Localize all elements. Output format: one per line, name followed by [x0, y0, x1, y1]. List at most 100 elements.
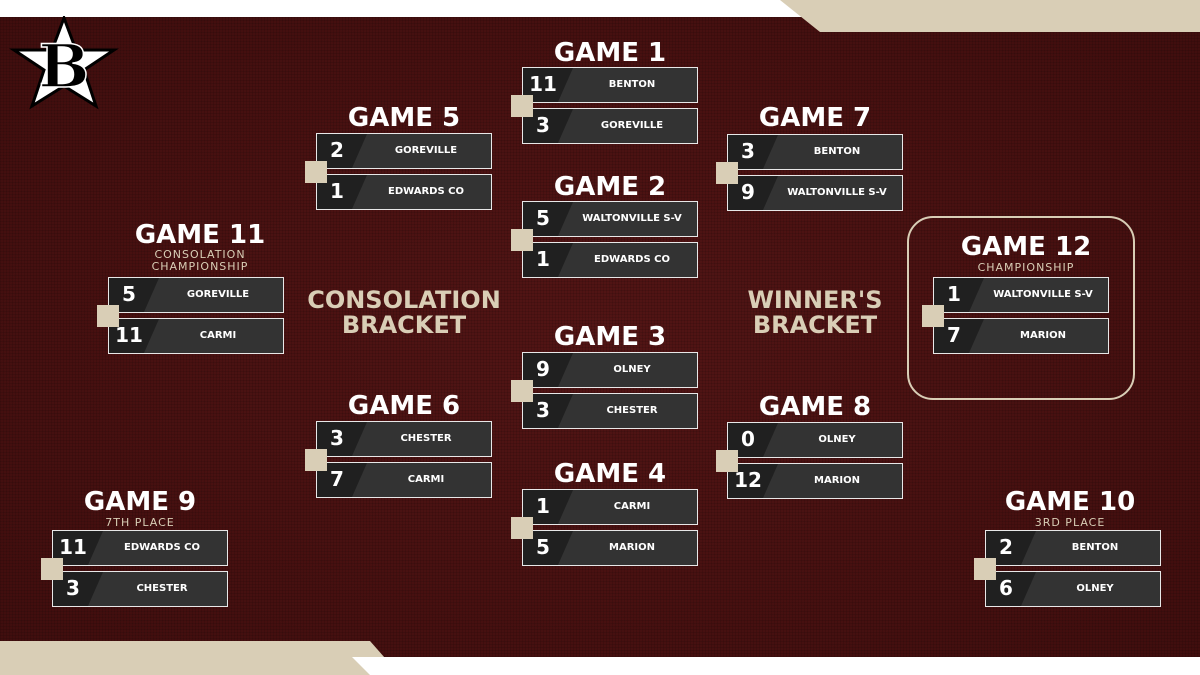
- g5-connector: [305, 161, 327, 183]
- team-score: 7: [330, 467, 344, 491]
- g3-team-row: 3 CHESTER: [522, 393, 698, 429]
- g1-connector: [511, 95, 533, 117]
- team-name: CHESTER: [400, 433, 452, 444]
- team-name: MARION: [609, 542, 655, 553]
- team-score: 0: [741, 427, 755, 451]
- team-score: 1: [536, 247, 550, 271]
- consolation-label-line1: CONSOLATION: [307, 286, 501, 314]
- g12-subtitle: CHAMPIONSHIP: [977, 261, 1075, 274]
- team-name: GOREVILLE: [186, 289, 250, 300]
- team-name: CARMI: [613, 501, 651, 512]
- team-name: CHESTER: [136, 583, 188, 594]
- g8-connector: [716, 450, 738, 472]
- team-score: 5: [536, 535, 550, 559]
- team-score: 11: [115, 323, 143, 347]
- team-score: 7: [947, 323, 961, 347]
- g12-team-row: 1 WALTONVILLE S-V: [933, 277, 1109, 313]
- g5-title: GAME 5: [347, 103, 461, 133]
- g11-subtitle-line: CONSOLATION: [154, 248, 246, 261]
- g8-title: GAME 8: [758, 392, 872, 422]
- g4-connector: [511, 517, 533, 539]
- g10-title: GAME 10: [1004, 487, 1136, 517]
- team-name: WALTONVILLE S-V: [582, 213, 682, 224]
- team-score: 11: [529, 72, 557, 96]
- team-score: 2: [330, 138, 344, 162]
- team-name: CARMI: [199, 330, 237, 341]
- team-score: 3: [741, 139, 755, 163]
- g2-connector: [511, 229, 533, 251]
- team-score: 3: [536, 398, 550, 422]
- g1-title: GAME 1: [553, 38, 667, 68]
- winners-label-line2: BRACKET: [752, 311, 878, 339]
- g6-connector: [305, 449, 327, 471]
- team-score: 9: [741, 180, 755, 204]
- g10-subtitle: 3RD PLACE: [1034, 516, 1106, 529]
- g7-team-row: 9 WALTONVILLE S-V: [727, 175, 903, 211]
- team-score: 5: [536, 206, 550, 230]
- bottom-white-band: [352, 657, 1200, 675]
- team-score: 1: [536, 494, 550, 518]
- team-name: OLNEY: [818, 434, 856, 445]
- consolation-label-line2: BRACKET: [341, 311, 467, 339]
- team-name: CARMI: [407, 474, 445, 485]
- team-name: CHESTER: [606, 405, 658, 416]
- g9-connector: [41, 558, 63, 580]
- g9-subtitle: 7TH PLACE: [105, 516, 175, 529]
- consolation-bracket-label: CONSOLATION BRACKET: [302, 288, 506, 338]
- team-name: MARION: [1020, 330, 1066, 341]
- team-name: OLNEY: [613, 364, 651, 375]
- star-b-logo-icon: B: [9, 16, 119, 110]
- team-name: WALTONVILLE S-V: [993, 289, 1093, 300]
- g2-team-row: 5 WALTONVILLE S-V: [522, 201, 698, 237]
- g4-team-row: 5 MARION: [522, 530, 698, 566]
- team-score: 3: [536, 113, 550, 137]
- team-name: BENTON: [1071, 542, 1119, 553]
- g9-team-row: 3 CHESTER: [52, 571, 228, 607]
- g3-title: GAME 3: [553, 322, 667, 352]
- g11-subtitle-line: CHAMPIONSHIP: [151, 260, 249, 273]
- g8-team-row: 12 MARION: [727, 463, 903, 499]
- g12-connector: [922, 305, 944, 327]
- g3-connector: [511, 380, 533, 402]
- team-score: 12: [734, 468, 762, 492]
- team-score: 2: [999, 535, 1013, 559]
- bottom-tan-band: [0, 641, 400, 675]
- g1-team-row: 11 BENTON: [522, 67, 698, 103]
- team-score: 3: [66, 576, 80, 600]
- team-score: 6: [999, 576, 1013, 600]
- g4-team-row: 1 CARMI: [522, 489, 698, 525]
- g9-title: GAME 9: [83, 487, 197, 517]
- team-name: BENTON: [608, 79, 656, 90]
- winners-bracket-label: WINNER'S BRACKET: [730, 288, 900, 338]
- g4-title: GAME 4: [553, 459, 667, 489]
- team-score: 1: [330, 179, 344, 203]
- g12-team-row: 7 MARION: [933, 318, 1109, 354]
- g8-team-row: 0 OLNEY: [727, 422, 903, 458]
- team-score: 1: [947, 282, 961, 306]
- team-name: GOREVILLE: [394, 145, 458, 156]
- team-score: 5: [122, 282, 136, 306]
- top-tan-band: [780, 0, 1200, 32]
- g6-title: GAME 6: [347, 391, 461, 421]
- g7-title: GAME 7: [758, 103, 872, 133]
- logo-letter: B: [39, 32, 90, 102]
- team-name: MARION: [814, 475, 860, 486]
- team-name: EDWARDS CO: [388, 186, 464, 197]
- g5-team-row: 2 GOREVILLE: [316, 133, 492, 169]
- team-score: 11: [59, 535, 87, 559]
- g10-connector: [974, 558, 996, 580]
- championship-frame: [907, 216, 1135, 400]
- g10-team-row: 2 BENTON: [985, 530, 1161, 566]
- g2-title: GAME 2: [553, 172, 667, 202]
- g11-team-row: 5 GOREVILLE: [108, 277, 284, 313]
- g5-team-row: 1 EDWARDS CO: [316, 174, 492, 210]
- g11-team-row: 11 CARMI: [108, 318, 284, 354]
- team-name: WALTONVILLE S-V: [787, 187, 887, 198]
